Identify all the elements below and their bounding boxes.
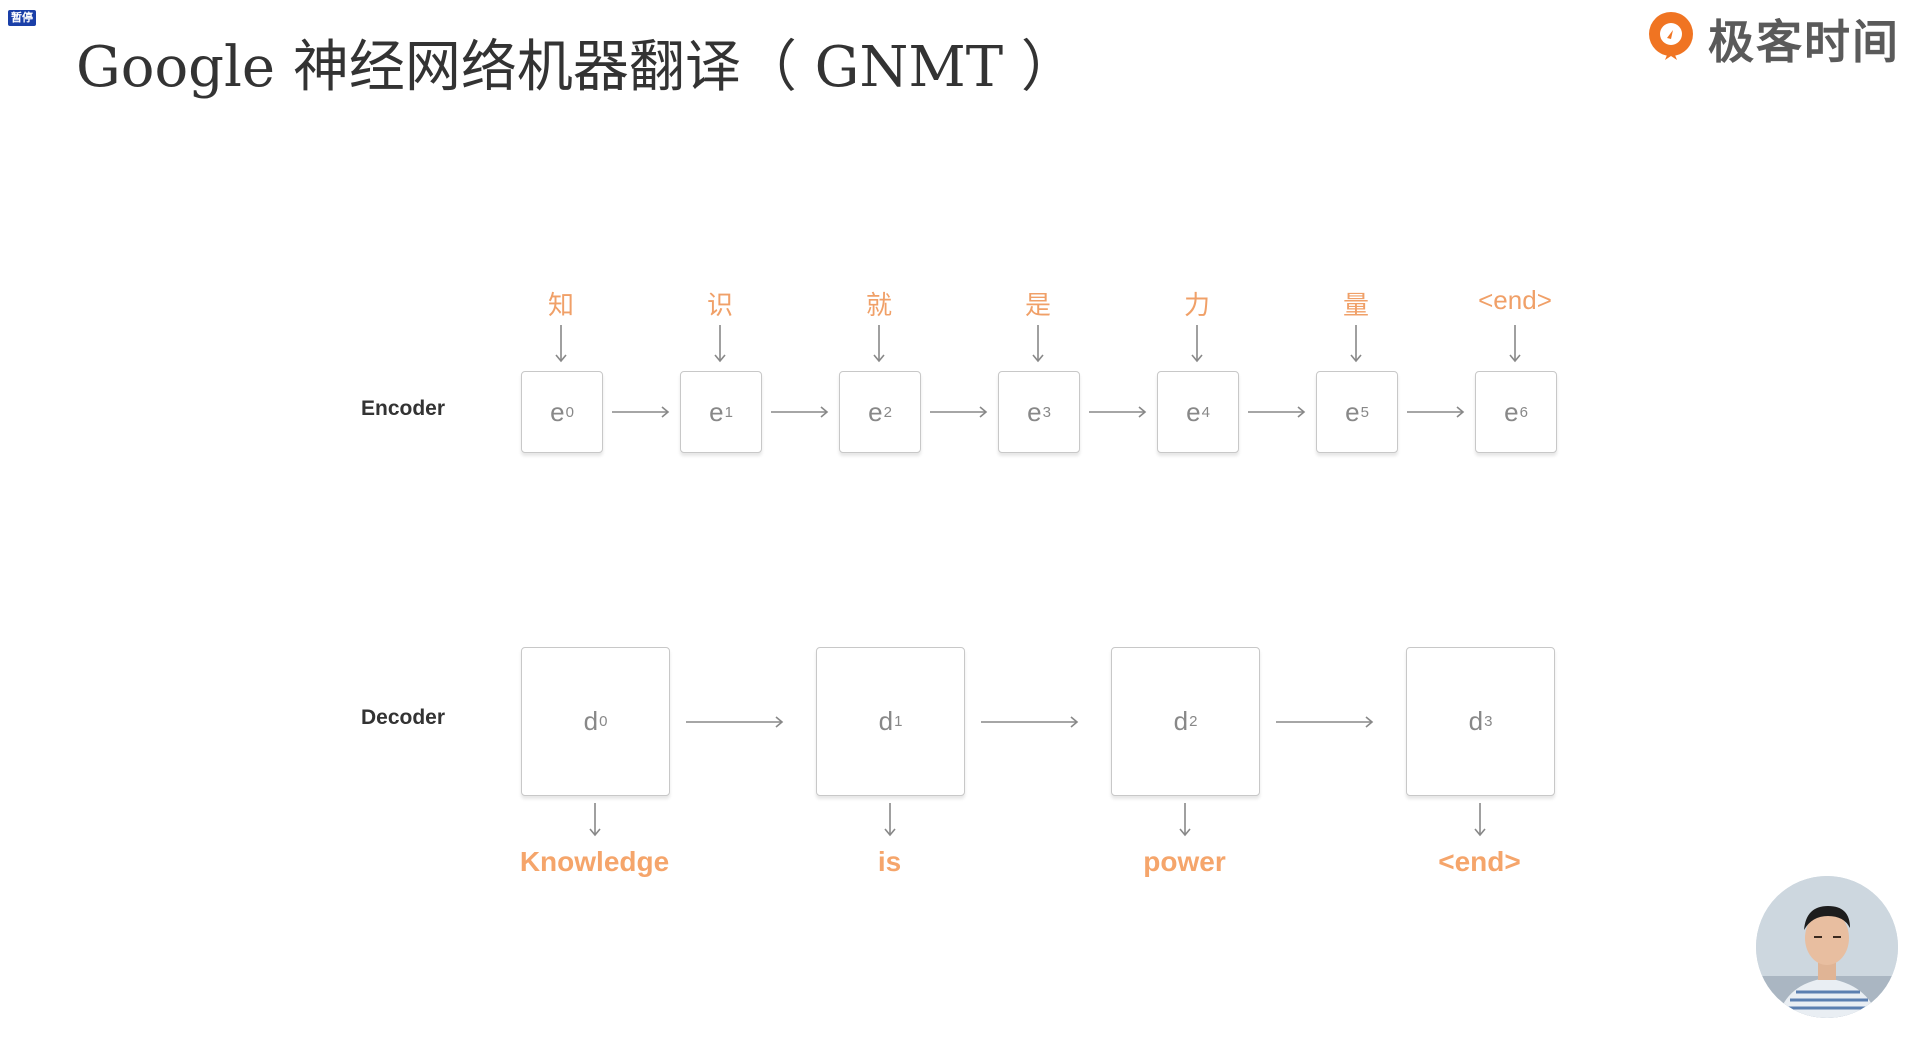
- encoder-flow-arrow: [1407, 405, 1465, 418]
- decoder-flow-arrow: [981, 715, 1079, 728]
- cell-index: 2: [1189, 713, 1198, 730]
- cell-index: 1: [724, 403, 733, 421]
- cell-letter: e: [1504, 396, 1519, 427]
- cell-letter: e: [868, 396, 883, 427]
- cell-index: 0: [565, 403, 574, 421]
- cell-letter: e: [1345, 396, 1360, 427]
- decoder-output-token: Knowledge: [519, 846, 670, 877]
- encoder-input-arrow: [1028, 325, 1048, 368]
- encoder-flow-arrow: [771, 405, 829, 418]
- encoder-input-token: 量: [1342, 290, 1369, 320]
- cell-letter: d: [1468, 706, 1484, 736]
- decoder-output-arrow: [880, 803, 900, 842]
- cell-index: 2: [883, 403, 892, 421]
- brand-logo: 极客时间: [1642, 6, 1900, 72]
- encoder-input-arrow: [710, 325, 730, 368]
- encoder-input-token: <end>: [1478, 285, 1552, 315]
- decoder-output-arrow: [585, 803, 605, 842]
- decoder-output-arrow: [1175, 803, 1195, 842]
- encoder-input-arrow: [869, 325, 889, 368]
- cell-letter: d: [583, 706, 599, 736]
- cell-index: 6: [1519, 403, 1528, 421]
- cell-letter: d: [1173, 706, 1189, 736]
- decoder-output-token: is: [877, 846, 902, 877]
- encoder-input-arrow: [1346, 325, 1366, 368]
- slide-title: Google 神经网络机器翻译（ GNMT ）: [76, 35, 1077, 100]
- encoder-flow-arrow: [930, 405, 988, 418]
- cell-index: 3: [1484, 713, 1493, 730]
- cell-letter: e: [1027, 396, 1042, 427]
- cell-index: 0: [599, 713, 608, 730]
- cell-index: 5: [1360, 403, 1369, 421]
- geektime-logo-icon: [1642, 8, 1700, 71]
- pause-badge: 暂停: [8, 10, 36, 26]
- encoder-label: Encoder: [361, 397, 446, 420]
- cell-letter: d: [878, 706, 894, 736]
- cell-index: 3: [1042, 403, 1051, 421]
- decoder-output-arrow: [1470, 803, 1490, 842]
- cell-letter: e: [709, 396, 724, 427]
- decoder-flow-arrow: [686, 715, 784, 728]
- encoder-input-arrow: [1187, 325, 1207, 368]
- encoder-input-token: 就: [865, 290, 892, 320]
- encoder-input-arrow: [1505, 325, 1525, 368]
- encoder-flow-arrow: [1089, 405, 1147, 418]
- brand-name: 极客时间: [1708, 15, 1900, 69]
- cell-letter: e: [1186, 396, 1201, 427]
- encoder-input-token: 力: [1183, 290, 1210, 320]
- cell-letter: e: [550, 396, 565, 427]
- encoder-flow-arrow: [1248, 405, 1306, 418]
- encoder-flow-arrow: [612, 405, 670, 418]
- cell-index: 4: [1201, 403, 1210, 421]
- decoder-flow-arrow: [1276, 715, 1374, 728]
- encoder-input-arrow: [551, 325, 571, 368]
- cell-index: 1: [894, 713, 903, 730]
- decoder-label: Decoder: [361, 706, 446, 729]
- decoder-output-token: power: [1143, 846, 1226, 877]
- encoder-input-token: 是: [1024, 290, 1051, 320]
- encoder-input-token: 知: [547, 290, 574, 320]
- presenter-video-avatar: [1756, 876, 1898, 1018]
- encoder-input-token: 识: [706, 290, 733, 320]
- decoder-output-token: <end>: [1438, 846, 1521, 877]
